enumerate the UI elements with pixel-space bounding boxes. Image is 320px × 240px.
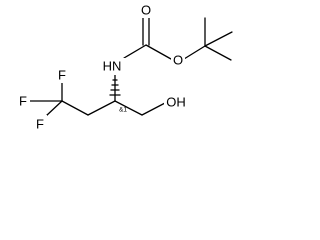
atom-fluorine-bottom: F (36, 117, 44, 132)
stereo-label: &1 (119, 107, 127, 114)
bond-tbu-methyl-down (204, 45, 232, 61)
bonds (29, 17, 233, 117)
atom-labels: O O HN F F F OH &1 (16, 2, 190, 132)
atom-hydroxyl: OH (166, 95, 186, 110)
atom-fluorine-top: F (58, 68, 66, 83)
atom-oxygen-carbonyl: O (141, 3, 151, 18)
hashed-wedge (109, 79, 121, 96)
bond-o-tbu (183, 45, 206, 60)
bond-stereocenter-ch2 (87, 100, 116, 116)
bond-stereocenter-ch2oh (114, 100, 143, 116)
bond-ch2-cf3 (61, 100, 89, 116)
atom-nitrogen: HN (103, 59, 122, 74)
bond-n-carbonyl (123, 44, 147, 59)
chemical-structure: O O HN F F F OH &1 (16, 2, 233, 132)
bond-c-o-ester (145, 44, 172, 60)
bond-c-f-bottom (45, 100, 63, 117)
atom-fluorine-left: F (19, 94, 27, 109)
bond-ch2-oh (141, 102, 166, 116)
atom-oxygen-ester: O (173, 53, 183, 68)
bond-tbu-methyl-right (204, 31, 233, 47)
